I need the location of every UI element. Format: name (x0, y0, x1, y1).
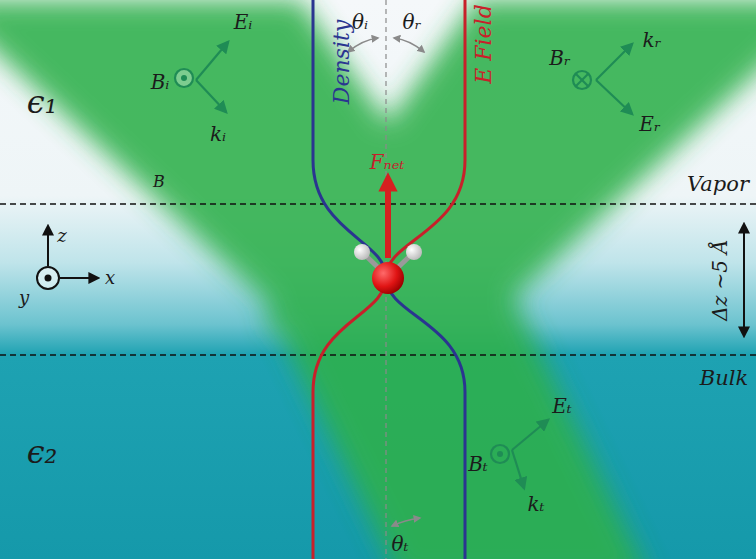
incident-vectors (175, 42, 228, 112)
illustration-stroke (576, 74, 588, 86)
permittivity-label: ϵ₁ (27, 86, 58, 118)
illustration-stroke (196, 42, 228, 80)
angle-label: θᵣ (403, 12, 422, 32)
coordinate-axes (37, 226, 98, 289)
dimension-label: Δz ~5 Å (710, 239, 730, 321)
thickness-arrow (743, 224, 745, 336)
hydrogen-atom (354, 244, 370, 260)
illustration-stroke (491, 445, 509, 463)
bulk-boundary (0, 354, 756, 355)
transmitted-beam (265, 300, 650, 559)
net-force-arrow (385, 180, 391, 258)
oxygen-atom (372, 262, 404, 294)
region-label: Vapor (687, 174, 749, 195)
vector-label: Bₜ (468, 454, 488, 474)
curve-label: Density (331, 20, 353, 104)
water-molecule (354, 244, 422, 294)
vector-label: Eₜ (552, 396, 572, 416)
vector-label: kᵣ (642, 30, 661, 50)
reflected-vectors (573, 44, 632, 114)
force-label: Fₙₑₜ (370, 152, 405, 172)
curve-label: E Field (473, 4, 495, 84)
axis-label: z (57, 227, 66, 245)
illustration-stroke (573, 71, 591, 89)
permittivity-label: ϵ₂ (27, 436, 58, 468)
illustration-stroke (497, 451, 503, 457)
axis-label: y (19, 289, 29, 307)
region-label: Bulk (700, 368, 748, 389)
density-curve (313, 0, 465, 559)
illustration-stroke (45, 275, 52, 282)
illustration-stroke (196, 80, 226, 112)
vector-label: kᵢ (210, 124, 226, 144)
vector-label: Bᵢ (151, 72, 170, 92)
illustration-stroke (512, 420, 548, 450)
illustration-stroke (37, 267, 59, 289)
illustration-stroke (181, 75, 187, 81)
illustration-stroke (60, 277, 98, 279)
angle-label: θᵢ (352, 12, 368, 32)
vector-label: Eᵢ (234, 12, 253, 32)
transmitted-angle-arc (392, 518, 420, 526)
illustration-stroke (596, 80, 632, 114)
vapor-boundary (0, 203, 756, 204)
hydrogen-atom (406, 244, 422, 260)
angle-label: θₜ (392, 534, 409, 554)
illustration-stroke (512, 450, 524, 488)
field-curve (313, 0, 465, 559)
transmitted-vectors (491, 420, 548, 488)
vector-label: kₜ (527, 494, 544, 514)
illustration-stroke (596, 44, 632, 80)
stray-label: B (153, 174, 165, 190)
illustration-stroke (47, 226, 49, 266)
axis-label: x (105, 269, 115, 287)
illustration-stroke (175, 69, 193, 87)
illustration-stroke (576, 74, 588, 86)
vector-label: Bᵣ (549, 48, 571, 68)
vector-label: Eᵣ (639, 114, 661, 134)
reflected-angle-arc (394, 38, 424, 52)
